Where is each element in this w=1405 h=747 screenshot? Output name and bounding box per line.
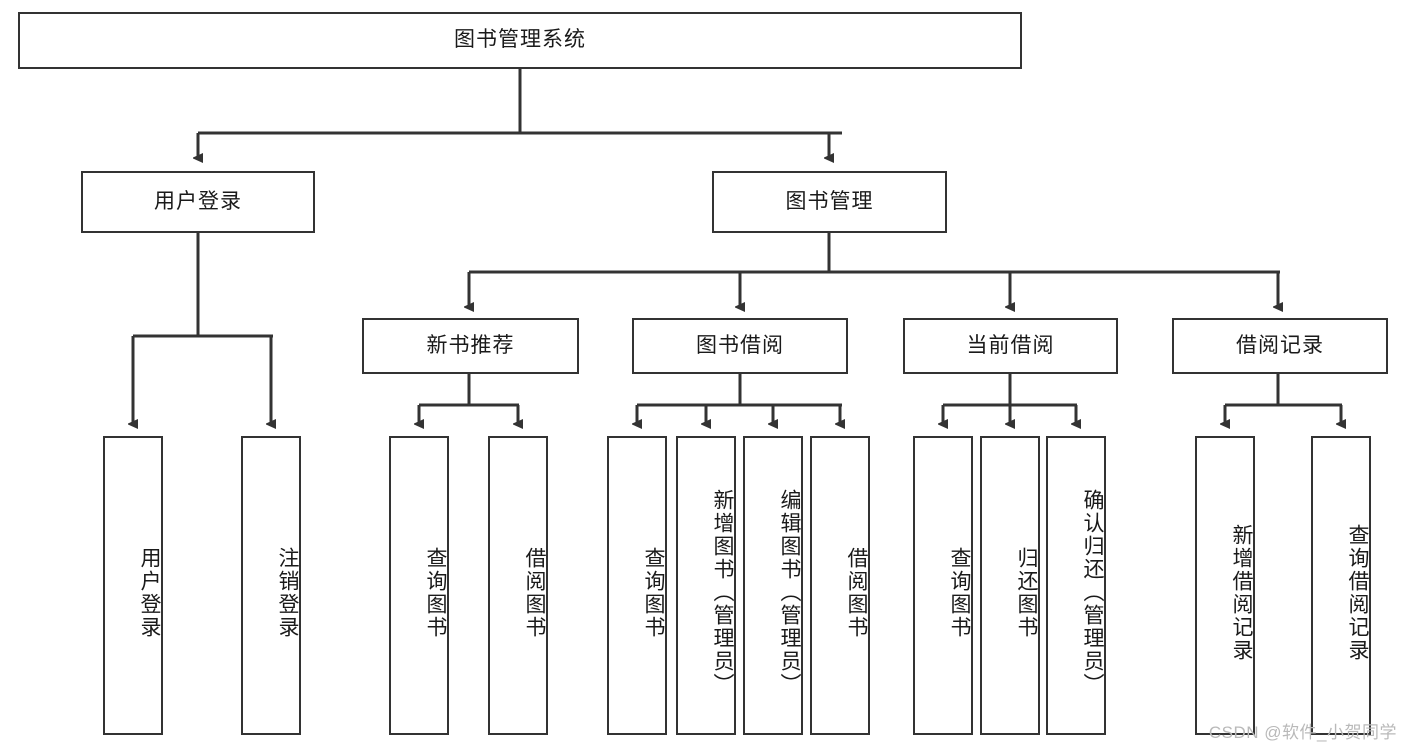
leaf-book-borrow-add[interactable]: 新增图书（管理员） xyxy=(676,436,736,735)
node-new-book-recommend[interactable]: 新书推荐 xyxy=(362,318,579,374)
leaf-new-book-borrow[interactable]: 借阅图书 xyxy=(488,436,548,735)
node-label: 注销登录 xyxy=(276,546,299,639)
watermark: CSDN @软件_小贺同学 xyxy=(1208,723,1397,742)
leaf-new-book-query[interactable]: 查询图书 xyxy=(389,436,449,735)
node-label: 借阅图书 xyxy=(523,546,546,639)
leaf-book-borrow-query[interactable]: 查询图书 xyxy=(607,436,667,735)
node-label: 编辑图书（管理员） xyxy=(778,489,801,696)
leaf-current-borrow-confirm[interactable]: 确认归还（管理员） xyxy=(1046,436,1106,735)
node-label: 查询图书 xyxy=(424,546,447,639)
leaf-borrow-record-add[interactable]: 新增借阅记录 xyxy=(1195,436,1255,735)
node-label: 图书借阅 xyxy=(696,333,784,357)
leaf-current-borrow-return[interactable]: 归还图书 xyxy=(980,436,1040,735)
node-label: 用户登录 xyxy=(138,546,161,639)
node-book-management[interactable]: 图书管理 xyxy=(712,171,947,233)
node-root-system[interactable]: 图书管理系统 xyxy=(18,12,1022,69)
node-label: 新书推荐 xyxy=(426,333,515,357)
node-book-borrow[interactable]: 图书借阅 xyxy=(632,318,848,374)
node-label: 借阅记录 xyxy=(1236,333,1324,357)
node-label: 借阅图书 xyxy=(845,546,868,639)
node-label: 查询图书 xyxy=(948,546,971,639)
node-current-borrow[interactable]: 当前借阅 xyxy=(903,318,1118,374)
leaf-user-login-login[interactable]: 用户登录 xyxy=(103,436,163,735)
node-label: 新增借阅记录 xyxy=(1230,523,1253,662)
node-label: 归还图书 xyxy=(1015,546,1038,639)
node-borrow-record[interactable]: 借阅记录 xyxy=(1172,318,1388,374)
node-label: 图书管理 xyxy=(785,189,874,213)
node-label: 查询借阅记录 xyxy=(1346,523,1369,662)
node-user-login[interactable]: 用户登录 xyxy=(81,171,315,233)
node-label: 新增图书（管理员） xyxy=(711,489,734,696)
node-label: 确认归还（管理员） xyxy=(1081,489,1104,696)
node-label: 查询图书 xyxy=(642,546,665,639)
leaf-user-login-logout[interactable]: 注销登录 xyxy=(241,436,301,735)
leaf-book-borrow-edit[interactable]: 编辑图书（管理员） xyxy=(743,436,803,735)
leaf-borrow-record-query[interactable]: 查询借阅记录 xyxy=(1311,436,1371,735)
node-label: 当前借阅 xyxy=(966,333,1055,357)
node-label: 图书管理系统 xyxy=(454,28,586,52)
leaf-current-borrow-query[interactable]: 查询图书 xyxy=(913,436,973,735)
leaf-book-borrow-borrow[interactable]: 借阅图书 xyxy=(810,436,870,735)
node-label: 用户登录 xyxy=(154,189,242,213)
